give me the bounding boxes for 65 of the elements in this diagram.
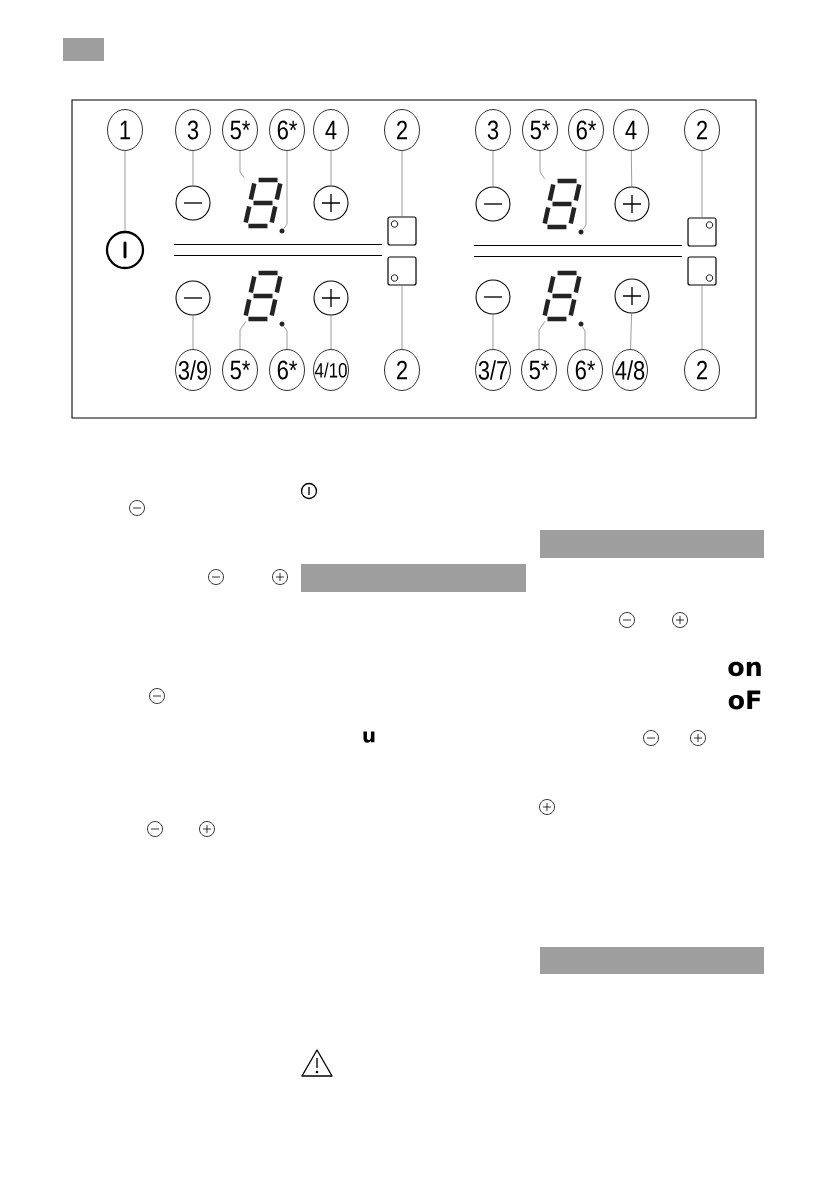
leader-line: [538, 320, 546, 350]
callout-number: 6*: [568, 109, 604, 151]
display-code: on: [728, 661, 761, 677]
callout-number: 4: [313, 109, 349, 151]
callout-number: 3/7: [475, 349, 511, 391]
callout-number: 5*: [522, 109, 558, 151]
callout-number: 5*: [521, 349, 557, 391]
leader-line: [701, 285, 703, 350]
leader-line: [330, 315, 332, 350]
leader-line: [701, 150, 703, 218]
square-button: [387, 256, 417, 286]
digit-display: [542, 178, 582, 230]
leader-line: [492, 314, 494, 350]
square-button: [387, 216, 417, 246]
square-button: [687, 256, 717, 286]
callout-number: 2: [684, 349, 720, 391]
leader-line: [630, 150, 633, 187]
minus-button: [475, 279, 511, 315]
display-code: oF: [728, 690, 761, 710]
leader-line: [401, 285, 403, 350]
digit-display: [243, 270, 283, 322]
leader-line: [283, 150, 288, 230]
callout-number: 4/10: [313, 349, 349, 391]
minus-button: [475, 186, 511, 222]
plus-button: [614, 278, 650, 314]
leader-line: [239, 150, 245, 179]
callout-number: 5*: [222, 109, 258, 151]
callout-number: 2: [684, 109, 720, 151]
callout-number: 1: [107, 109, 143, 151]
digit-display: [542, 270, 582, 322]
leader-line: [582, 150, 587, 231]
square-button: [687, 217, 717, 247]
callout-number: 6*: [269, 349, 305, 391]
leader-line: [283, 325, 288, 350]
heading-bar: [540, 530, 764, 558]
leader-line: [539, 150, 545, 180]
leader-line: [492, 150, 494, 187]
leader-line: [630, 313, 632, 350]
callout-number: 2: [384, 109, 420, 151]
callout-number: 2: [384, 349, 420, 391]
leader-line: [401, 150, 403, 217]
digit-display: [243, 177, 283, 229]
leader-line: [192, 315, 194, 350]
plus-button: [313, 280, 349, 316]
callout-number: 6*: [567, 349, 603, 391]
display-code: u: [363, 731, 375, 743]
leader-line: [239, 320, 247, 350]
callout-number: 5*: [222, 349, 258, 391]
callout-number: 3: [475, 109, 511, 151]
minus-button: [175, 185, 211, 221]
leader-line: [330, 150, 332, 186]
callout-number: 3/9: [175, 349, 211, 391]
plus-button: [313, 185, 349, 221]
leader-line: [582, 326, 586, 350]
heading-bar: [540, 947, 764, 974]
callout-number: 6*: [269, 109, 305, 151]
minus-button: [175, 280, 211, 316]
callout-number: 3: [175, 109, 211, 151]
leader-line: [192, 150, 194, 186]
power-button: [105, 230, 145, 270]
leader-line: [124, 150, 126, 232]
callout-number: 4/8: [612, 349, 648, 391]
plus-button: [614, 186, 650, 222]
callout-number: 4: [613, 109, 649, 151]
heading-bar: [301, 564, 526, 592]
